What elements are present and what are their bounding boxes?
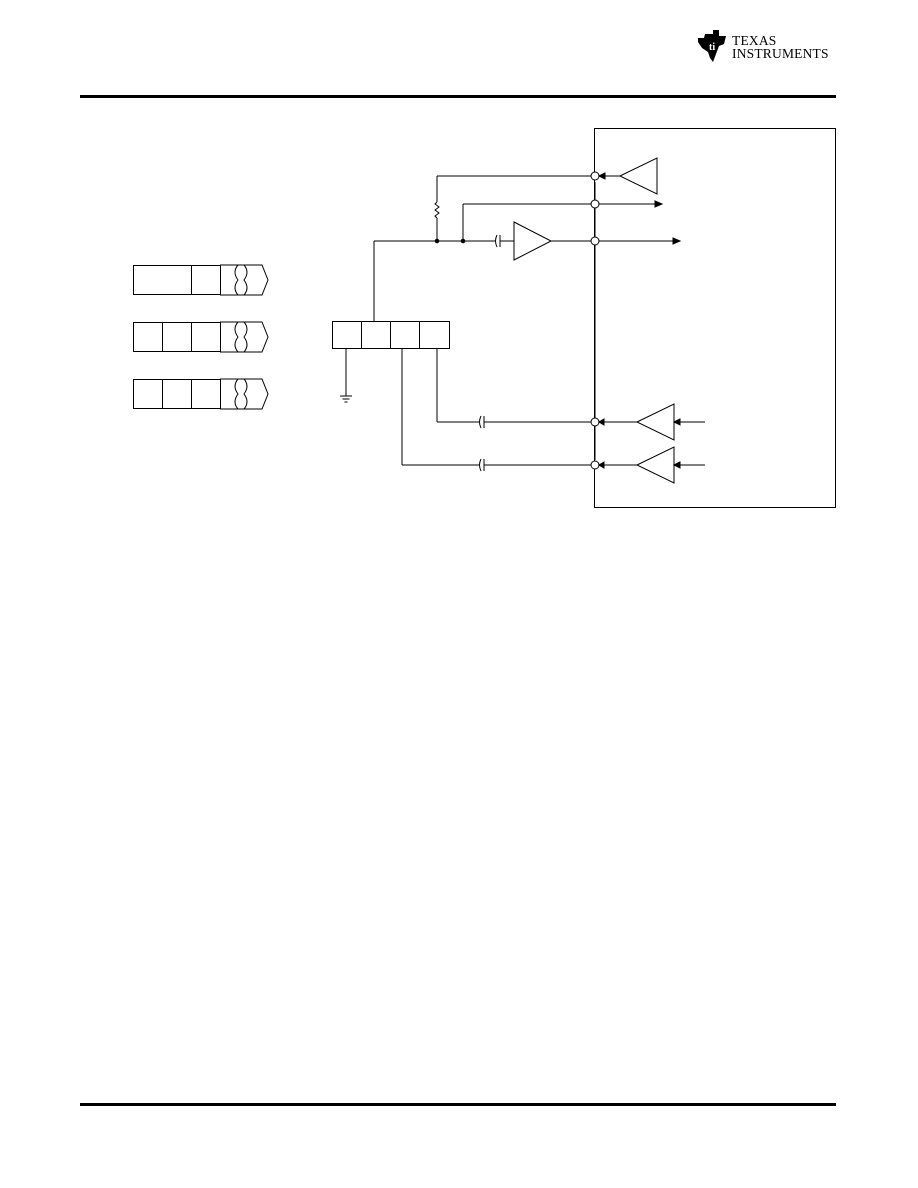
- capacitor-curve: [479, 458, 482, 472]
- pin-circle-4: [590, 417, 600, 427]
- arrowhead: [672, 237, 682, 245]
- capacitor-curve: [495, 234, 498, 248]
- footer-rule: [80, 1103, 836, 1106]
- resistor: [434, 201, 440, 219]
- device-box: [594, 128, 836, 508]
- pin-circle-2: [590, 199, 600, 209]
- input-buffer-triangle-lower-2: [635, 446, 675, 484]
- arrowhead: [672, 461, 681, 469]
- pin-circle-5: [590, 460, 600, 470]
- ti-logo: ti Texas Instruments: [696, 28, 838, 68]
- arrowhead: [654, 200, 664, 208]
- plug-symbol-2: [133, 321, 269, 353]
- arrowhead: [597, 172, 606, 180]
- input-buffer-triangle-lower-1: [635, 403, 675, 441]
- junction-dot: [460, 238, 466, 244]
- plug-symbol-3: [133, 378, 269, 410]
- ti-state-logo-icon: ti: [698, 30, 726, 62]
- pin-circle-3: [590, 236, 600, 246]
- arrowhead: [672, 418, 681, 426]
- brand-name: Texas Instruments: [732, 33, 829, 61]
- pin-circle-1: [590, 171, 600, 181]
- junction-dot: [434, 238, 440, 244]
- output-buffer-triangle: [513, 221, 553, 261]
- plug-symbol-1: [133, 264, 269, 296]
- input-buffer-triangle-top: [618, 157, 658, 195]
- brand-line-1: Texas: [732, 33, 777, 48]
- header-rule: [80, 95, 836, 98]
- brand-line-2: Instruments: [732, 46, 829, 61]
- svg-text:ti: ti: [709, 42, 715, 53]
- capacitor-curve: [479, 415, 482, 429]
